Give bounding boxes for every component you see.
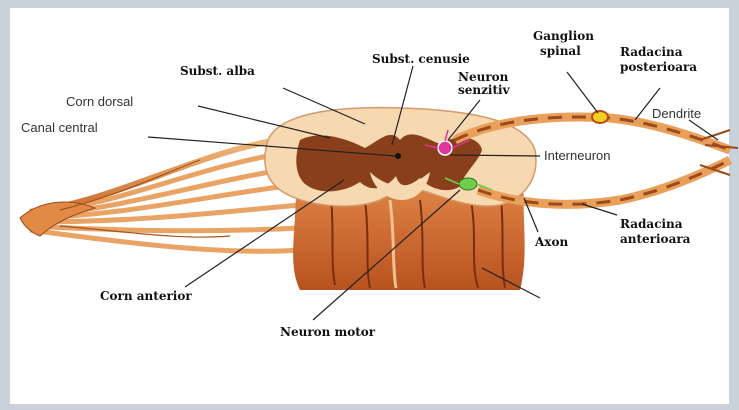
- label-neuron-senzitiv-line2: senzitiv: [458, 83, 511, 97]
- label-subst-cenusie: Subst. cenusie: [372, 52, 470, 66]
- label-ganglion-line1: Ganglion: [533, 29, 594, 43]
- label-ganglion-line2: spinal: [540, 44, 581, 58]
- label-neuron-senzitiv-line1: Neuron: [458, 70, 509, 84]
- label-canal-central: Canal central: [21, 120, 98, 135]
- left-nerve-roots: [20, 138, 300, 251]
- yellow-ganglion-icon: [592, 111, 608, 123]
- label-radacina-anterioara-line1: Radacina: [620, 217, 683, 231]
- label-corn-anterior: Corn anterior: [100, 289, 192, 303]
- label-dendrite: Dendrite: [652, 106, 701, 121]
- label-axon: Axon: [534, 235, 568, 249]
- grey-matter: [296, 134, 482, 191]
- label-radacina-anterioara-line2: anterioara: [620, 232, 691, 246]
- label-radacina-posterioara-line2: posterioara: [620, 60, 697, 74]
- label-interneuron: Interneuron: [544, 148, 611, 163]
- label-radacina-posterioara-line1: Radacina: [620, 45, 683, 59]
- label-corn-dorsal: Corn dorsal: [66, 94, 133, 109]
- label-subst-alba: Subst. alba: [180, 64, 255, 78]
- label-neuron-motor: Neuron motor: [280, 325, 376, 339]
